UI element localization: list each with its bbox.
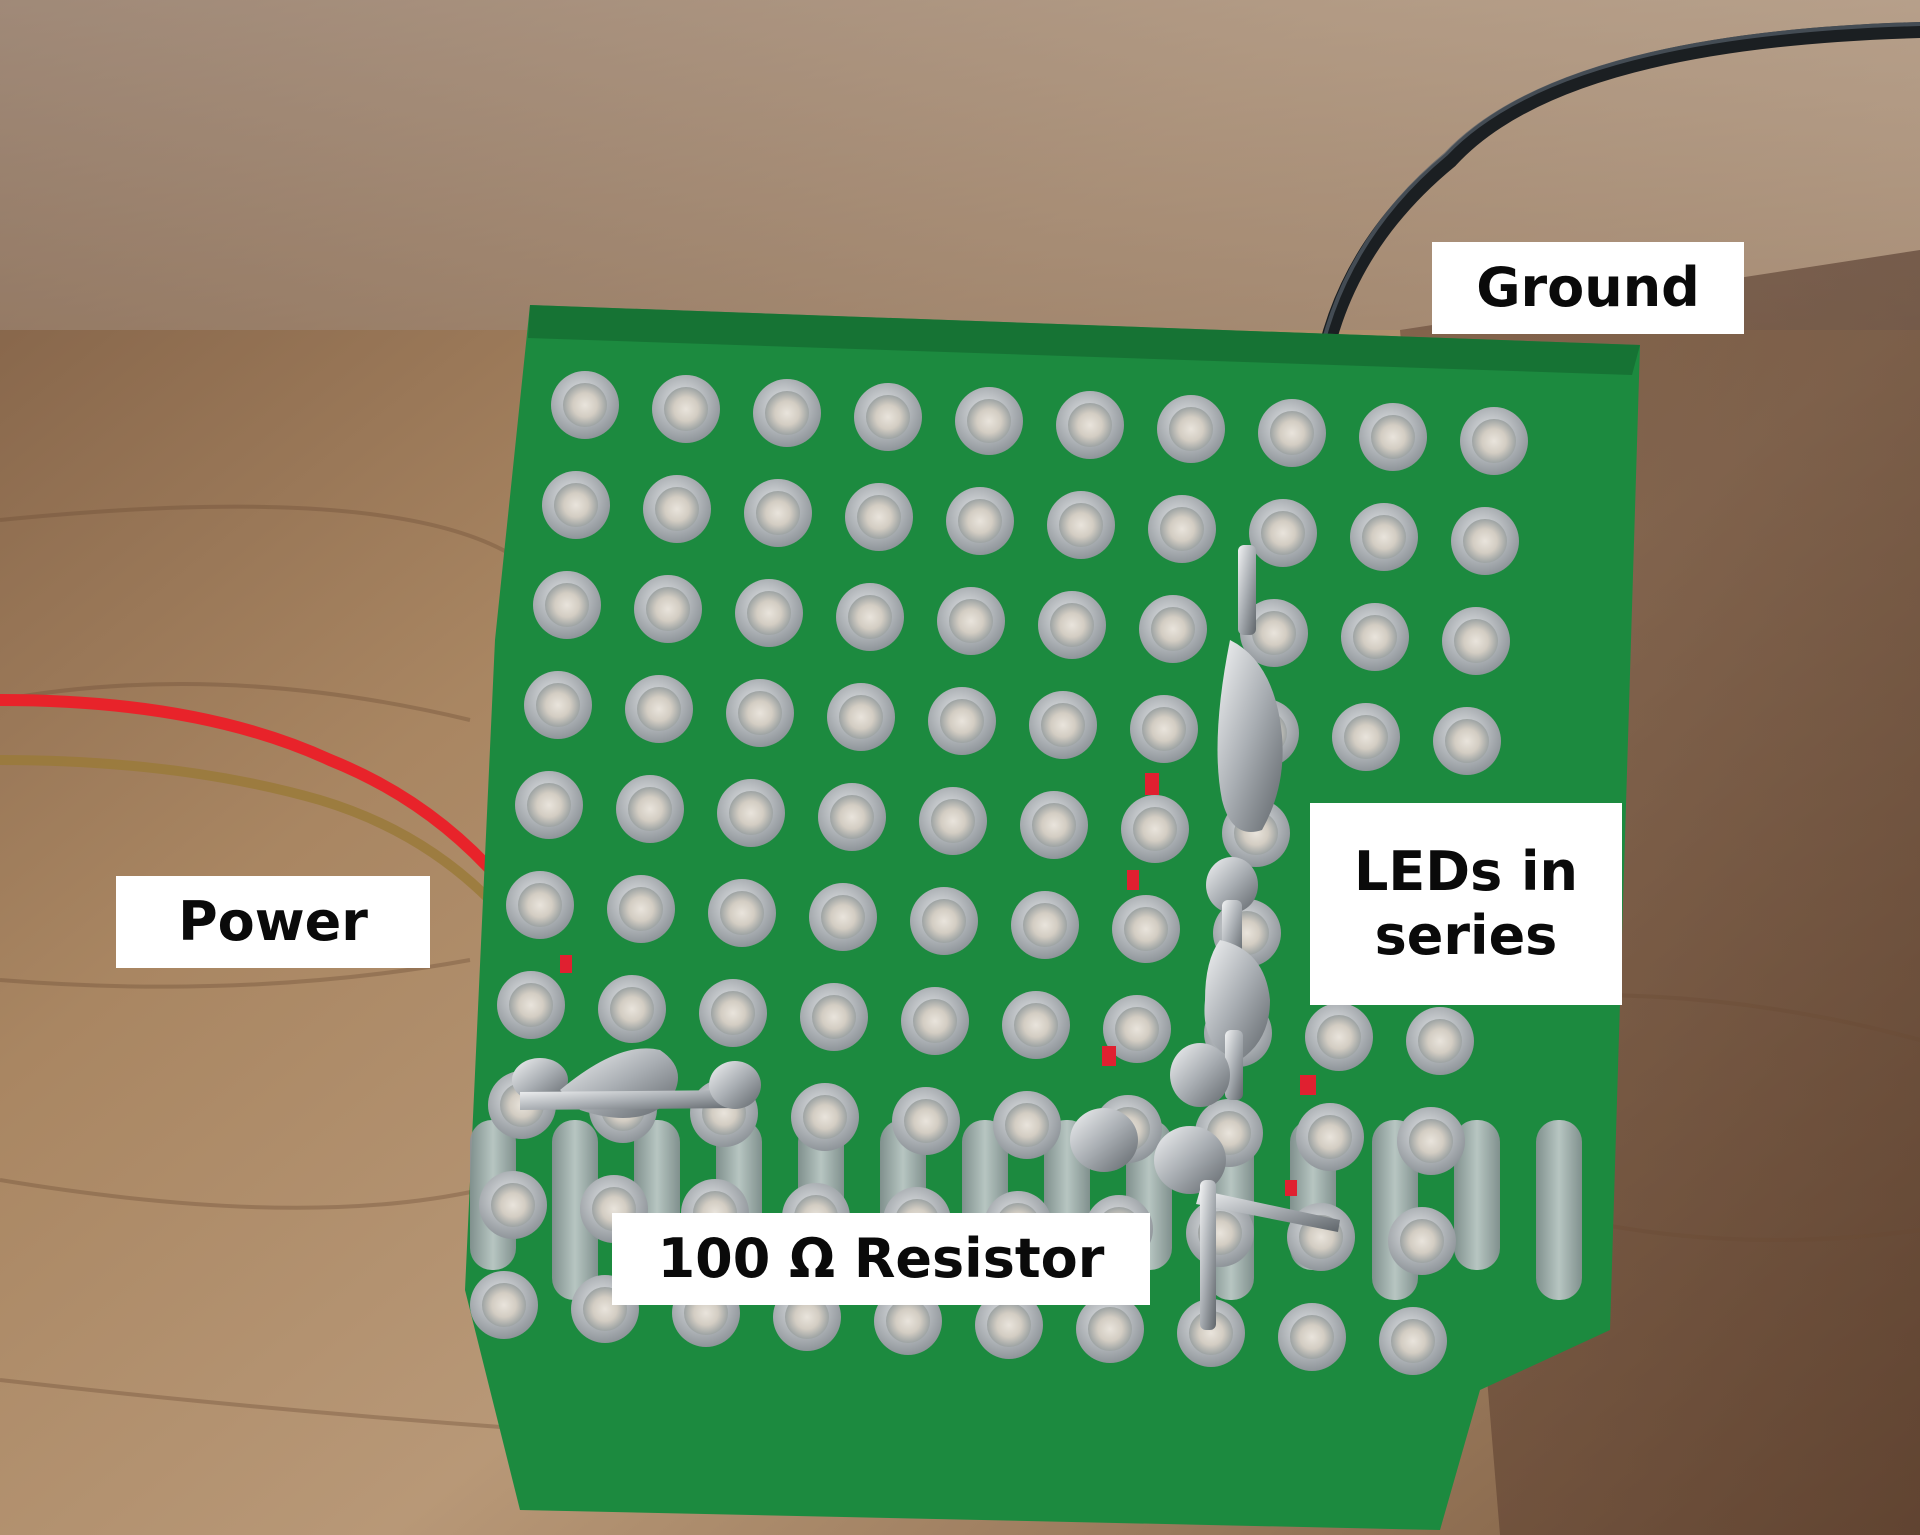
board-hole (1068, 403, 1112, 447)
board-hole (1362, 515, 1406, 559)
board-hole (1169, 407, 1213, 451)
ground-label: Ground (1432, 242, 1744, 334)
board-hole (1252, 611, 1296, 655)
board-hole (1472, 419, 1516, 463)
board-hole (1160, 507, 1204, 551)
board-hole (610, 987, 654, 1031)
board-hole (922, 899, 966, 943)
board-hole (491, 1183, 535, 1227)
board-hole (765, 391, 809, 435)
board-hole (1023, 903, 1067, 947)
resistor-solder (512, 1048, 761, 1118)
board-hole (848, 595, 892, 639)
board-hole (1133, 807, 1177, 851)
board-hole (554, 483, 598, 527)
board-hole (1032, 803, 1076, 847)
leds-in-series-label: LEDs in series (1310, 803, 1622, 1005)
board-hole (545, 583, 589, 627)
board-hole (747, 591, 791, 635)
board-hole (1115, 1007, 1159, 1051)
board-hole (1005, 1103, 1049, 1147)
board-hole (931, 799, 975, 843)
pad-strip (1536, 1120, 1582, 1300)
board-hole (1041, 703, 1085, 747)
board-hole (857, 495, 901, 539)
board-hole (1050, 603, 1094, 647)
led-glints (560, 773, 1316, 1196)
board-hole (637, 687, 681, 731)
pad-strip (552, 1120, 598, 1300)
board-hole (1059, 503, 1103, 547)
power-label: Power (116, 876, 430, 968)
board-hole (1344, 715, 1388, 759)
board-hole (958, 499, 1002, 543)
board-hole (1261, 511, 1305, 555)
board-hole (1308, 1115, 1352, 1159)
board-hole (527, 783, 571, 827)
board-hole (803, 1095, 847, 1139)
board-hole (949, 599, 993, 643)
board-hole (785, 1295, 829, 1339)
board-hole (886, 1299, 930, 1343)
board-hole (1317, 1015, 1361, 1059)
board-hole (1151, 607, 1195, 651)
board-hole (738, 691, 782, 735)
board-hole (729, 791, 773, 835)
board-hole (1371, 415, 1415, 459)
board-hole (536, 683, 580, 727)
board-hole (1142, 707, 1186, 751)
led-solder-chain (1070, 545, 1340, 1330)
board-hole (756, 491, 800, 535)
board-hole (1400, 1219, 1444, 1263)
board-hole (1418, 1019, 1462, 1063)
board-hole (904, 1099, 948, 1143)
board-hole (913, 999, 957, 1043)
board-hole (1014, 1003, 1058, 1047)
resistor-label: 100 Ω Resistor (612, 1213, 1150, 1305)
board-hole (482, 1283, 526, 1327)
board-hole (1409, 1119, 1453, 1163)
board-hole (839, 695, 883, 739)
board-hole (1290, 1315, 1334, 1359)
board-hole (646, 587, 690, 631)
board-hole (1124, 907, 1168, 951)
board-hole (1353, 615, 1397, 659)
board-hole (1270, 411, 1314, 455)
pad-strip (1454, 1120, 1500, 1270)
board-hole (720, 891, 764, 935)
board-hole (1445, 719, 1489, 763)
board-hole (619, 887, 663, 931)
board-hole (1454, 619, 1498, 663)
board-hole (812, 995, 856, 1039)
board-hole (509, 983, 553, 1027)
board-hole (821, 895, 865, 939)
board-hole (866, 395, 910, 439)
board-hole (518, 883, 562, 927)
board-hole (987, 1303, 1031, 1347)
board-hole (655, 487, 699, 531)
board-hole (711, 991, 755, 1035)
board-hole (563, 383, 607, 427)
board-hole (1391, 1319, 1435, 1363)
board-hole (664, 387, 708, 431)
board-hole (967, 399, 1011, 443)
board-hole (1463, 519, 1507, 563)
board-hole (1088, 1307, 1132, 1351)
board-hole (830, 795, 874, 839)
board-hole (628, 787, 672, 831)
board-hole (940, 699, 984, 743)
